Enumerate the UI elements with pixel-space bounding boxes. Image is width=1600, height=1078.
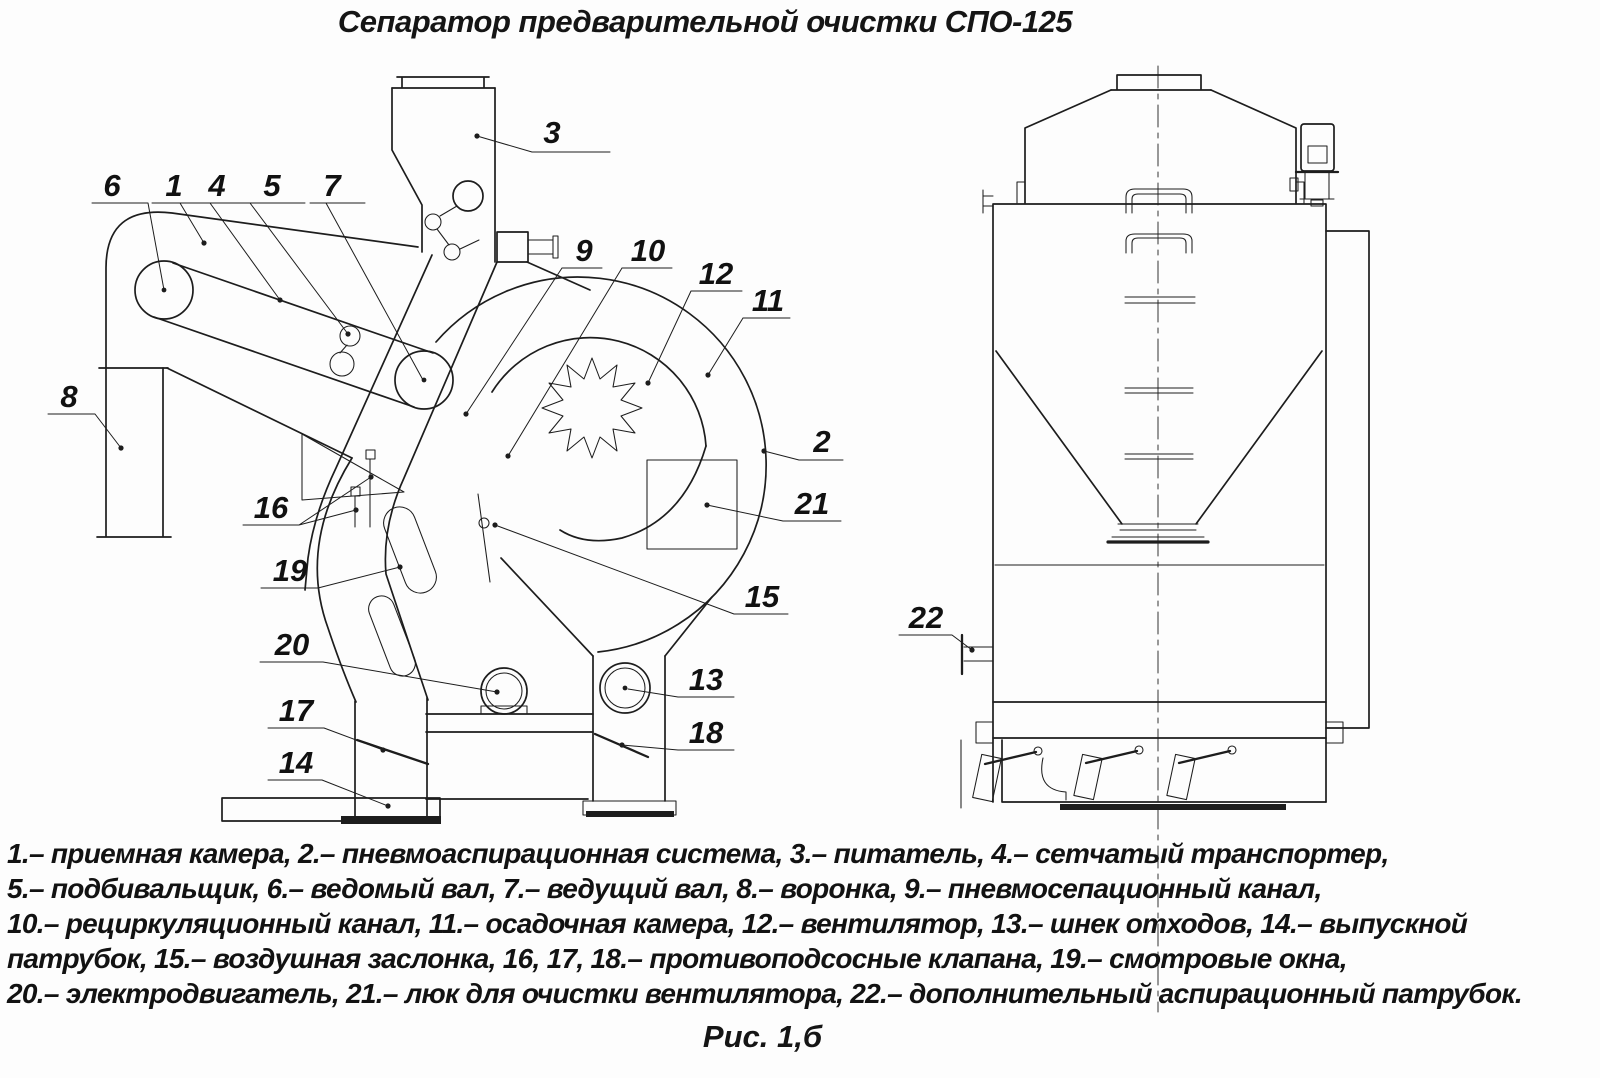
electric-motor bbox=[480, 667, 528, 715]
callout-21: 21 bbox=[794, 486, 829, 521]
legend-line: 1.– приемная камера, 2.– пневмоаспирацио… bbox=[7, 838, 1389, 869]
top-outlet-flange bbox=[1110, 74, 1212, 91]
waste-screw bbox=[599, 662, 651, 714]
hood bbox=[982, 89, 1305, 214]
callout-3: 3 bbox=[543, 115, 560, 150]
leader-lines bbox=[47, 133, 975, 809]
callout-2: 2 bbox=[812, 424, 830, 459]
callout-1: 1 bbox=[165, 168, 182, 203]
parts-legend: 1.– приемная камера, 2.– пневмоаспирацио… bbox=[7, 836, 1523, 1011]
callout-22: 22 bbox=[908, 600, 943, 635]
bottom-frame bbox=[960, 721, 1344, 810]
feeder-hopper bbox=[391, 76, 496, 263]
callout-13: 13 bbox=[689, 662, 723, 697]
callout-14: 14 bbox=[279, 745, 313, 780]
chute-walls bbox=[166, 367, 405, 703]
aspiration-volute bbox=[435, 276, 767, 657]
callout-5: 5 bbox=[263, 168, 281, 203]
fan-cleaning-hatch bbox=[646, 459, 738, 550]
belt-conveyor bbox=[134, 260, 454, 410]
feeder-side-stub bbox=[496, 231, 591, 291]
callout-labels: 6 1 4 5 7 3 9 10 12 11 2 21 8 16 19 20 1… bbox=[60, 115, 943, 780]
callout-6: 6 bbox=[103, 168, 121, 203]
left-view bbox=[96, 76, 767, 824]
legend-line: 20.– электродвигатель, 21.– люк для очис… bbox=[7, 978, 1523, 1009]
sight-window bbox=[368, 595, 416, 677]
pneumo-channel bbox=[304, 254, 498, 701]
callout-12: 12 bbox=[699, 256, 733, 291]
right-leg bbox=[592, 655, 666, 802]
base-frame bbox=[221, 797, 677, 824]
aspiration-stub-22 bbox=[960, 633, 994, 676]
knocker bbox=[339, 325, 361, 347]
sight-window bbox=[383, 506, 437, 594]
receiving-chamber bbox=[98, 211, 419, 369]
handles bbox=[1124, 188, 1196, 460]
air-damper bbox=[477, 493, 491, 583]
motor-platform bbox=[425, 667, 594, 800]
figure-caption: Рис. 1,б bbox=[702, 1019, 823, 1054]
callout-16: 16 bbox=[254, 490, 289, 525]
callout-19: 19 bbox=[273, 553, 308, 588]
right-view bbox=[960, 65, 1370, 1013]
legend-line: 5.– подбивальщик, 6.– ведомый вал, 7.– в… bbox=[7, 873, 1322, 904]
callout-11: 11 bbox=[752, 283, 784, 318]
callout-8: 8 bbox=[60, 379, 78, 414]
leader-dots bbox=[118, 133, 975, 809]
funnel-leg bbox=[96, 367, 172, 538]
left-leg bbox=[354, 697, 430, 821]
discharge-lever bbox=[1166, 745, 1237, 801]
body-shell bbox=[992, 203, 1327, 803]
callout-18: 18 bbox=[689, 715, 724, 750]
callout-20: 20 bbox=[274, 627, 309, 662]
inner-funnel bbox=[995, 350, 1323, 544]
valve-17-flap bbox=[355, 738, 430, 766]
discharge-lever bbox=[972, 746, 1043, 803]
callout-17: 17 bbox=[279, 693, 315, 728]
side-panel bbox=[1325, 230, 1370, 729]
drawing-title: Сепаратор предварительной очистки СПО-12… bbox=[337, 4, 1073, 39]
callout-4: 4 bbox=[207, 168, 225, 203]
drive-motor-unit bbox=[1289, 123, 1340, 207]
callout-15: 15 bbox=[745, 579, 780, 614]
fan-wheel bbox=[541, 357, 643, 459]
callout-9: 9 bbox=[575, 233, 593, 268]
callout-7: 7 bbox=[323, 168, 342, 203]
callout-10: 10 bbox=[631, 233, 665, 268]
legend-line: патрубок, 15.– воздушная заслонка, 16, 1… bbox=[7, 943, 1348, 974]
legend-line: 10.– рециркуляционный канал, 11.– осадоч… bbox=[7, 908, 1468, 939]
discharge-lever bbox=[1073, 745, 1144, 801]
